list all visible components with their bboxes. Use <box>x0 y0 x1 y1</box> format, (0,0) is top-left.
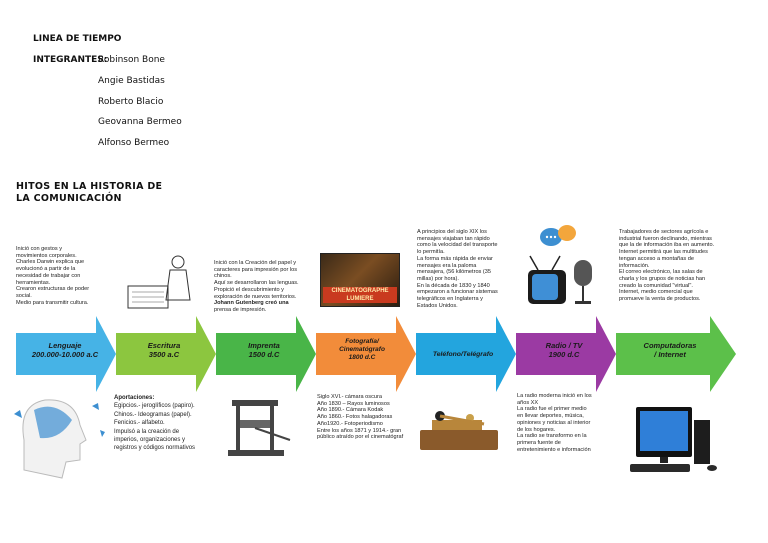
arrow-radio <box>516 316 616 392</box>
infographic-title: HITOS EN LA HISTORIA DE LA COMUNICACIÓN <box>16 181 163 204</box>
computer-illustration <box>630 407 717 472</box>
telegraph-illustration <box>420 411 498 450</box>
arrow-label-telefono: Teléfono/Telégrafo <box>432 351 494 358</box>
doc-title: LINEA DE TIEMPO <box>33 34 122 44</box>
arrow-label-computadoras: Computadoras/ Internet <box>643 341 697 359</box>
arrow-imprenta <box>216 316 316 392</box>
cinematograph-poster: CINEMATOGRAPHE LUMIERE <box>320 253 400 307</box>
scribe-illustration <box>127 255 191 309</box>
note-escritura: Aportaciones:Egipcios.- jeroglíficos (pa… <box>114 395 196 452</box>
arrow-fotografia <box>316 316 416 392</box>
arrow-telefono <box>416 316 516 392</box>
members-label: INTEGRANTES: <box>33 55 108 65</box>
member-name: Roberto Blacio <box>98 97 164 107</box>
arrow-escritura <box>116 316 216 392</box>
radio-tv-illustration <box>528 225 592 304</box>
member-name: Angie Bastidas <box>98 76 165 86</box>
arrow-computadoras <box>616 316 736 392</box>
printing-press-illustration <box>228 400 291 456</box>
member-name: Robinson Bone <box>98 55 165 65</box>
member-name: Alfonso Bermeo <box>98 138 170 148</box>
poster-title: CINEMATOGRAPHE LUMIERE <box>323 287 397 303</box>
head-illustration <box>14 399 105 479</box>
member-name: Geovanna Bermeo <box>98 117 182 127</box>
arrow-lenguaje <box>16 316 116 392</box>
